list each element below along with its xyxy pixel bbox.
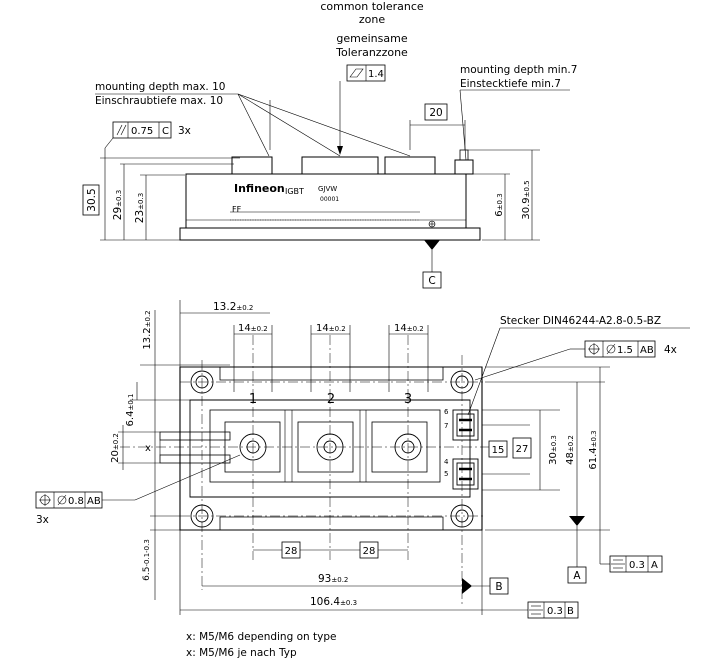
dim-13-2-h: 13.2±0.2: [213, 301, 253, 313]
label-ff: FF: [232, 205, 242, 214]
datum-b-label: B: [495, 581, 502, 593]
parallel-icon: [116, 124, 123, 136]
dim-27-frame: [512, 437, 532, 459]
note-en: x: M5/M6 depending on type: [186, 631, 336, 643]
dim-14-b: 14±0.2: [316, 323, 346, 334]
depth-min-label-en: mounting depth min.7: [460, 64, 577, 76]
pin-label-5: 5: [444, 470, 448, 478]
datum-b-triangle: [462, 578, 472, 594]
tolerance-label-en: common tolerance: [320, 0, 424, 13]
dim-20-frame: [424, 103, 448, 121]
diameter-icon: [606, 344, 616, 354]
label-igbt: IGBT: [285, 187, 304, 196]
pin-label-6: 6: [444, 408, 449, 416]
pos-screw-count: 3x: [36, 514, 49, 526]
dim-29: 29±0.3: [112, 190, 124, 220]
module-side-body: [179, 149, 481, 241]
side-view: common tolerance zone gemeinsame Toleran…: [82, 0, 577, 289]
dim-13-2-v: 13.2±0.2: [142, 310, 153, 349]
datum-c-triangle: [424, 240, 440, 250]
pos-screw-datum: AB: [87, 496, 101, 507]
pos-screw-value: 0.8: [68, 496, 84, 507]
dim-30-5: 30.5: [86, 188, 98, 211]
dim-20: 20±0.2: [110, 433, 121, 463]
datum-c-label: C: [428, 275, 435, 287]
tolerance-label-en2: zone: [359, 13, 385, 26]
dim-28-frame-a: [281, 541, 301, 559]
dim-14-c: 14±0.2: [394, 323, 424, 334]
symmetry-frame-b: 0.3 B: [527, 601, 579, 619]
datum-a-label: A: [573, 570, 581, 582]
dim-23: 23±0.3: [134, 193, 146, 223]
label-code: GJVW: [318, 185, 337, 193]
dim-30: 30±0.3: [548, 435, 559, 465]
pin-label-4: 4: [444, 458, 449, 466]
datum-c-frame: [422, 271, 442, 289]
symmetry-frame-a: 0.3 A: [609, 555, 663, 573]
sym-a-datum: A: [651, 560, 658, 571]
dim-27: 27: [516, 444, 529, 455]
flatness-value: 1.4: [368, 69, 384, 80]
aux-connectors: [452, 409, 479, 490]
dim-20-side: 20: [429, 107, 442, 119]
top-view: 13.2±0.2 14±0.2 14±0.2 14±0.2 13.2±0.2 S…: [35, 300, 690, 619]
dim-6: 6±0.3: [494, 193, 505, 216]
datum-a-triangle: [569, 516, 585, 526]
sym-b-value: 0.3: [547, 606, 563, 617]
dim-30-9: 30.9±0.5: [521, 180, 532, 219]
pos-hole-count: 4x: [664, 344, 677, 356]
depth-max-label-de: Einschraubtiefe max. 10: [95, 95, 223, 107]
dim-28-frame-b: [359, 541, 379, 559]
dim-93: 93±0.2: [318, 573, 348, 585]
note-de: x: M5/M6 je nach Typ: [186, 647, 297, 659]
pos-hole-datum: AB: [640, 345, 654, 356]
depth-max-label-en: mounting depth max. 10: [95, 81, 225, 93]
flatness-frame: 1.4: [346, 64, 386, 82]
terminal-label-1: 1: [249, 392, 257, 407]
sym-a-value: 0.3: [629, 560, 645, 571]
pin-label-7: 7: [444, 422, 448, 430]
parallel-datum: C: [162, 126, 169, 137]
parallel-count: 3x: [178, 125, 191, 137]
dim-48: 48±0.2: [565, 435, 576, 465]
dim-30-5-frame: [82, 184, 100, 216]
dim-6-4: 6.4±0.1: [125, 394, 136, 427]
dim-28-a: 28: [285, 546, 298, 557]
parallel-value: 0.75: [131, 126, 153, 137]
brand-logo: Infineon: [234, 182, 285, 195]
dim-106-4: 106.4±0.3: [310, 596, 357, 608]
dim-14-a: 14±0.2: [238, 323, 268, 334]
mark-x: x: [145, 443, 151, 454]
dim-6-5: 6.5-0.1-0.3: [142, 539, 152, 581]
datum-a-frame: [567, 566, 587, 584]
terminal-label-2: 2: [327, 392, 335, 407]
tolerance-label-de: gemeinsame: [336, 32, 407, 45]
flatness-icon: [349, 68, 364, 78]
diameter-icon-2: [57, 495, 67, 505]
dim-15: 15: [492, 445, 505, 456]
connector-label: Stecker DIN46244-A2.8-0.5-BZ: [500, 315, 661, 327]
position-frame-holes: 1.5 AB: [584, 340, 656, 358]
dim-61-4: 61.4±0.3: [588, 430, 599, 469]
tolerance-label-de2: Toleranzzone: [335, 46, 408, 59]
parallelism-frame: 0.75 C: [112, 121, 172, 139]
label-code2: 00001: [320, 196, 339, 203]
dim-28-b: 28: [363, 546, 376, 557]
depth-min-label-de: Einstecktiefe min.7: [460, 78, 561, 90]
datum-b-frame: [489, 577, 509, 595]
sym-b-datum: B: [567, 606, 574, 617]
dim-15-frame: [488, 440, 508, 458]
terminal-label-3: 3: [404, 392, 412, 407]
pos-hole-value: 1.5: [617, 345, 633, 356]
position-frame-screws: 0.8 AB: [35, 491, 103, 509]
